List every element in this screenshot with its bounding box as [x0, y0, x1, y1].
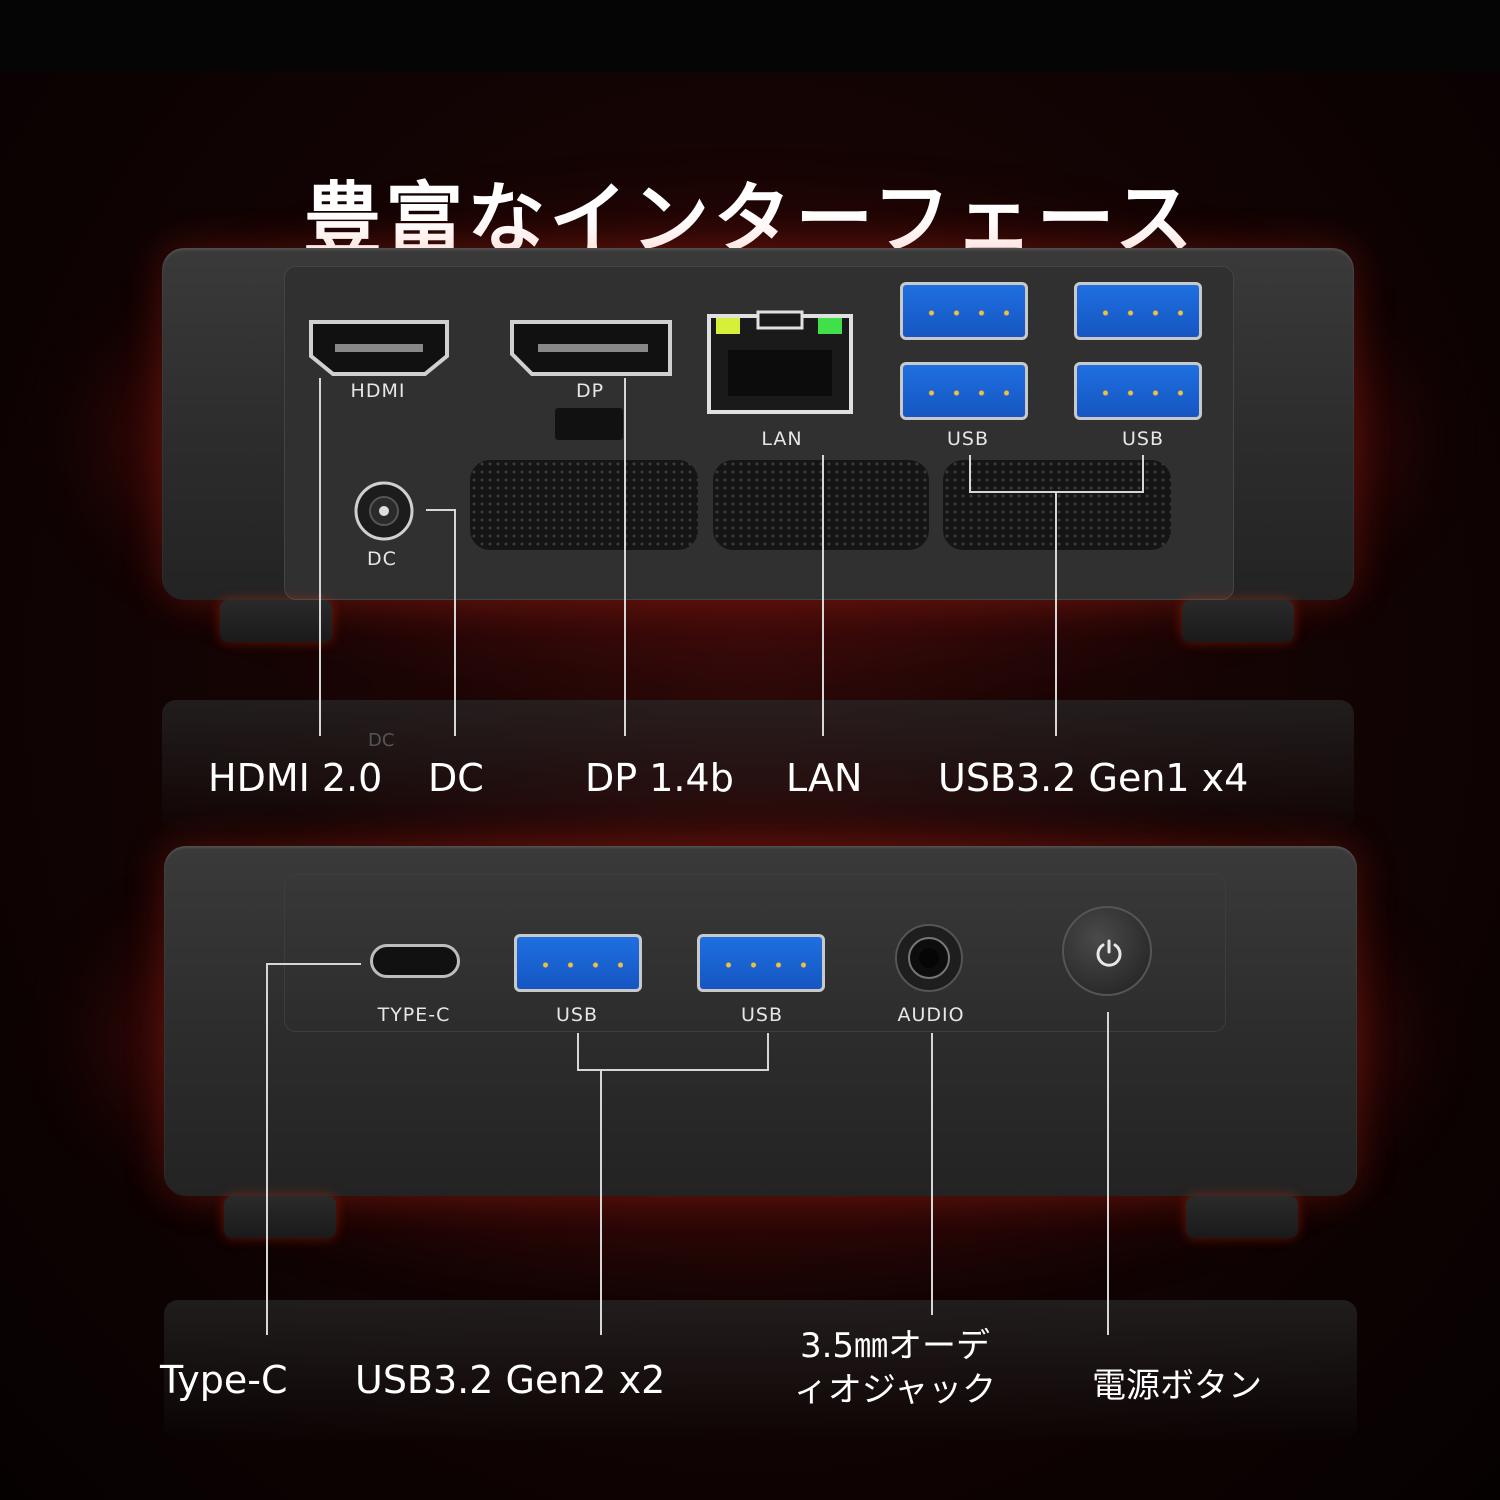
usb-label-top-right: USB [1121, 428, 1164, 450]
usb-port-top-1 [900, 282, 1028, 340]
bottom-foot-right [1186, 1196, 1298, 1238]
usb-label-bottom-right: USB [740, 1004, 783, 1026]
dp-latch [555, 408, 623, 440]
usb-bracket-left [969, 455, 971, 493]
lan-callout-line [822, 455, 824, 736]
dc-callout-line-v [454, 509, 456, 736]
vent-middle [713, 460, 929, 550]
usb-label-top-left: USB [946, 428, 989, 450]
typec-callout: Type-C [160, 1358, 288, 1402]
usb-port-top-3 [900, 362, 1028, 420]
hdmi-callout-line [319, 378, 321, 736]
typec-port [370, 944, 460, 978]
power-callout-line [1107, 1012, 1109, 1335]
top-foot-right [1182, 600, 1294, 642]
audio-callout-line2: ィオジャック [793, 1370, 997, 1410]
audio-jack [895, 924, 963, 992]
dc-callout-line-h [426, 509, 456, 511]
usb-label-bottom-left: USB [555, 1004, 598, 1026]
dc-jack [354, 481, 414, 541]
dc-label: DC [367, 548, 397, 570]
reflection-dc-label: DC [368, 730, 395, 751]
power-button[interactable] [1062, 906, 1152, 996]
dp-callout-line [624, 378, 626, 736]
usb-gen2-callout: USB3.2 Gen2 x2 [355, 1358, 666, 1402]
usb-port-top-2 [1074, 282, 1202, 340]
usb2-bracket-left [577, 1033, 579, 1071]
usb2-bracket-bottom [577, 1069, 769, 1071]
bottom-device-panel [284, 874, 1226, 1032]
audio-callout-line [931, 1033, 933, 1315]
vent-right [943, 460, 1171, 550]
dp-port [510, 320, 672, 376]
usb2-bracket-right [767, 1033, 769, 1071]
hdmi-callout: HDMI 2.0 [208, 756, 383, 800]
lan-port [707, 310, 853, 414]
audio-label: AUDIO [897, 1004, 965, 1026]
power-callout: 電源ボタン [1092, 1366, 1262, 1406]
bottom-device-reflection [164, 1300, 1357, 1440]
usb-gen1-callout: USB3.2 Gen1 x4 [938, 756, 1249, 800]
lan-callout: LAN [786, 756, 863, 800]
usb-bracket-right [1142, 455, 1144, 493]
top-foot-left [220, 600, 332, 642]
hdmi-label: HDMI [350, 380, 406, 402]
bottom-device [164, 846, 1357, 1196]
vent-left [470, 460, 698, 550]
usb2-callout-line [600, 1069, 602, 1335]
top-device-reflection [162, 700, 1354, 830]
usb-callout-line [1055, 491, 1057, 736]
audio-callout-line1: 3.5㎜オーデ [799, 1326, 991, 1366]
typec-label: TYPE-C [377, 1004, 451, 1026]
usb-port-bottom-1 [514, 934, 642, 992]
power-icon [1096, 939, 1122, 967]
dc-callout: DC [428, 756, 484, 800]
hdmi-port [309, 320, 449, 376]
bottom-foot-left [224, 1196, 336, 1238]
lan-label: LAN [761, 428, 803, 450]
typec-callout-line-h [267, 963, 361, 965]
dp-label: DP [575, 380, 605, 402]
usb-port-bottom-2 [697, 934, 825, 992]
usb-port-top-4 [1074, 362, 1202, 420]
typec-callout-line-v [266, 963, 268, 1335]
top-band [0, 0, 1500, 72]
dp-callout: DP 1.4b [585, 756, 734, 800]
